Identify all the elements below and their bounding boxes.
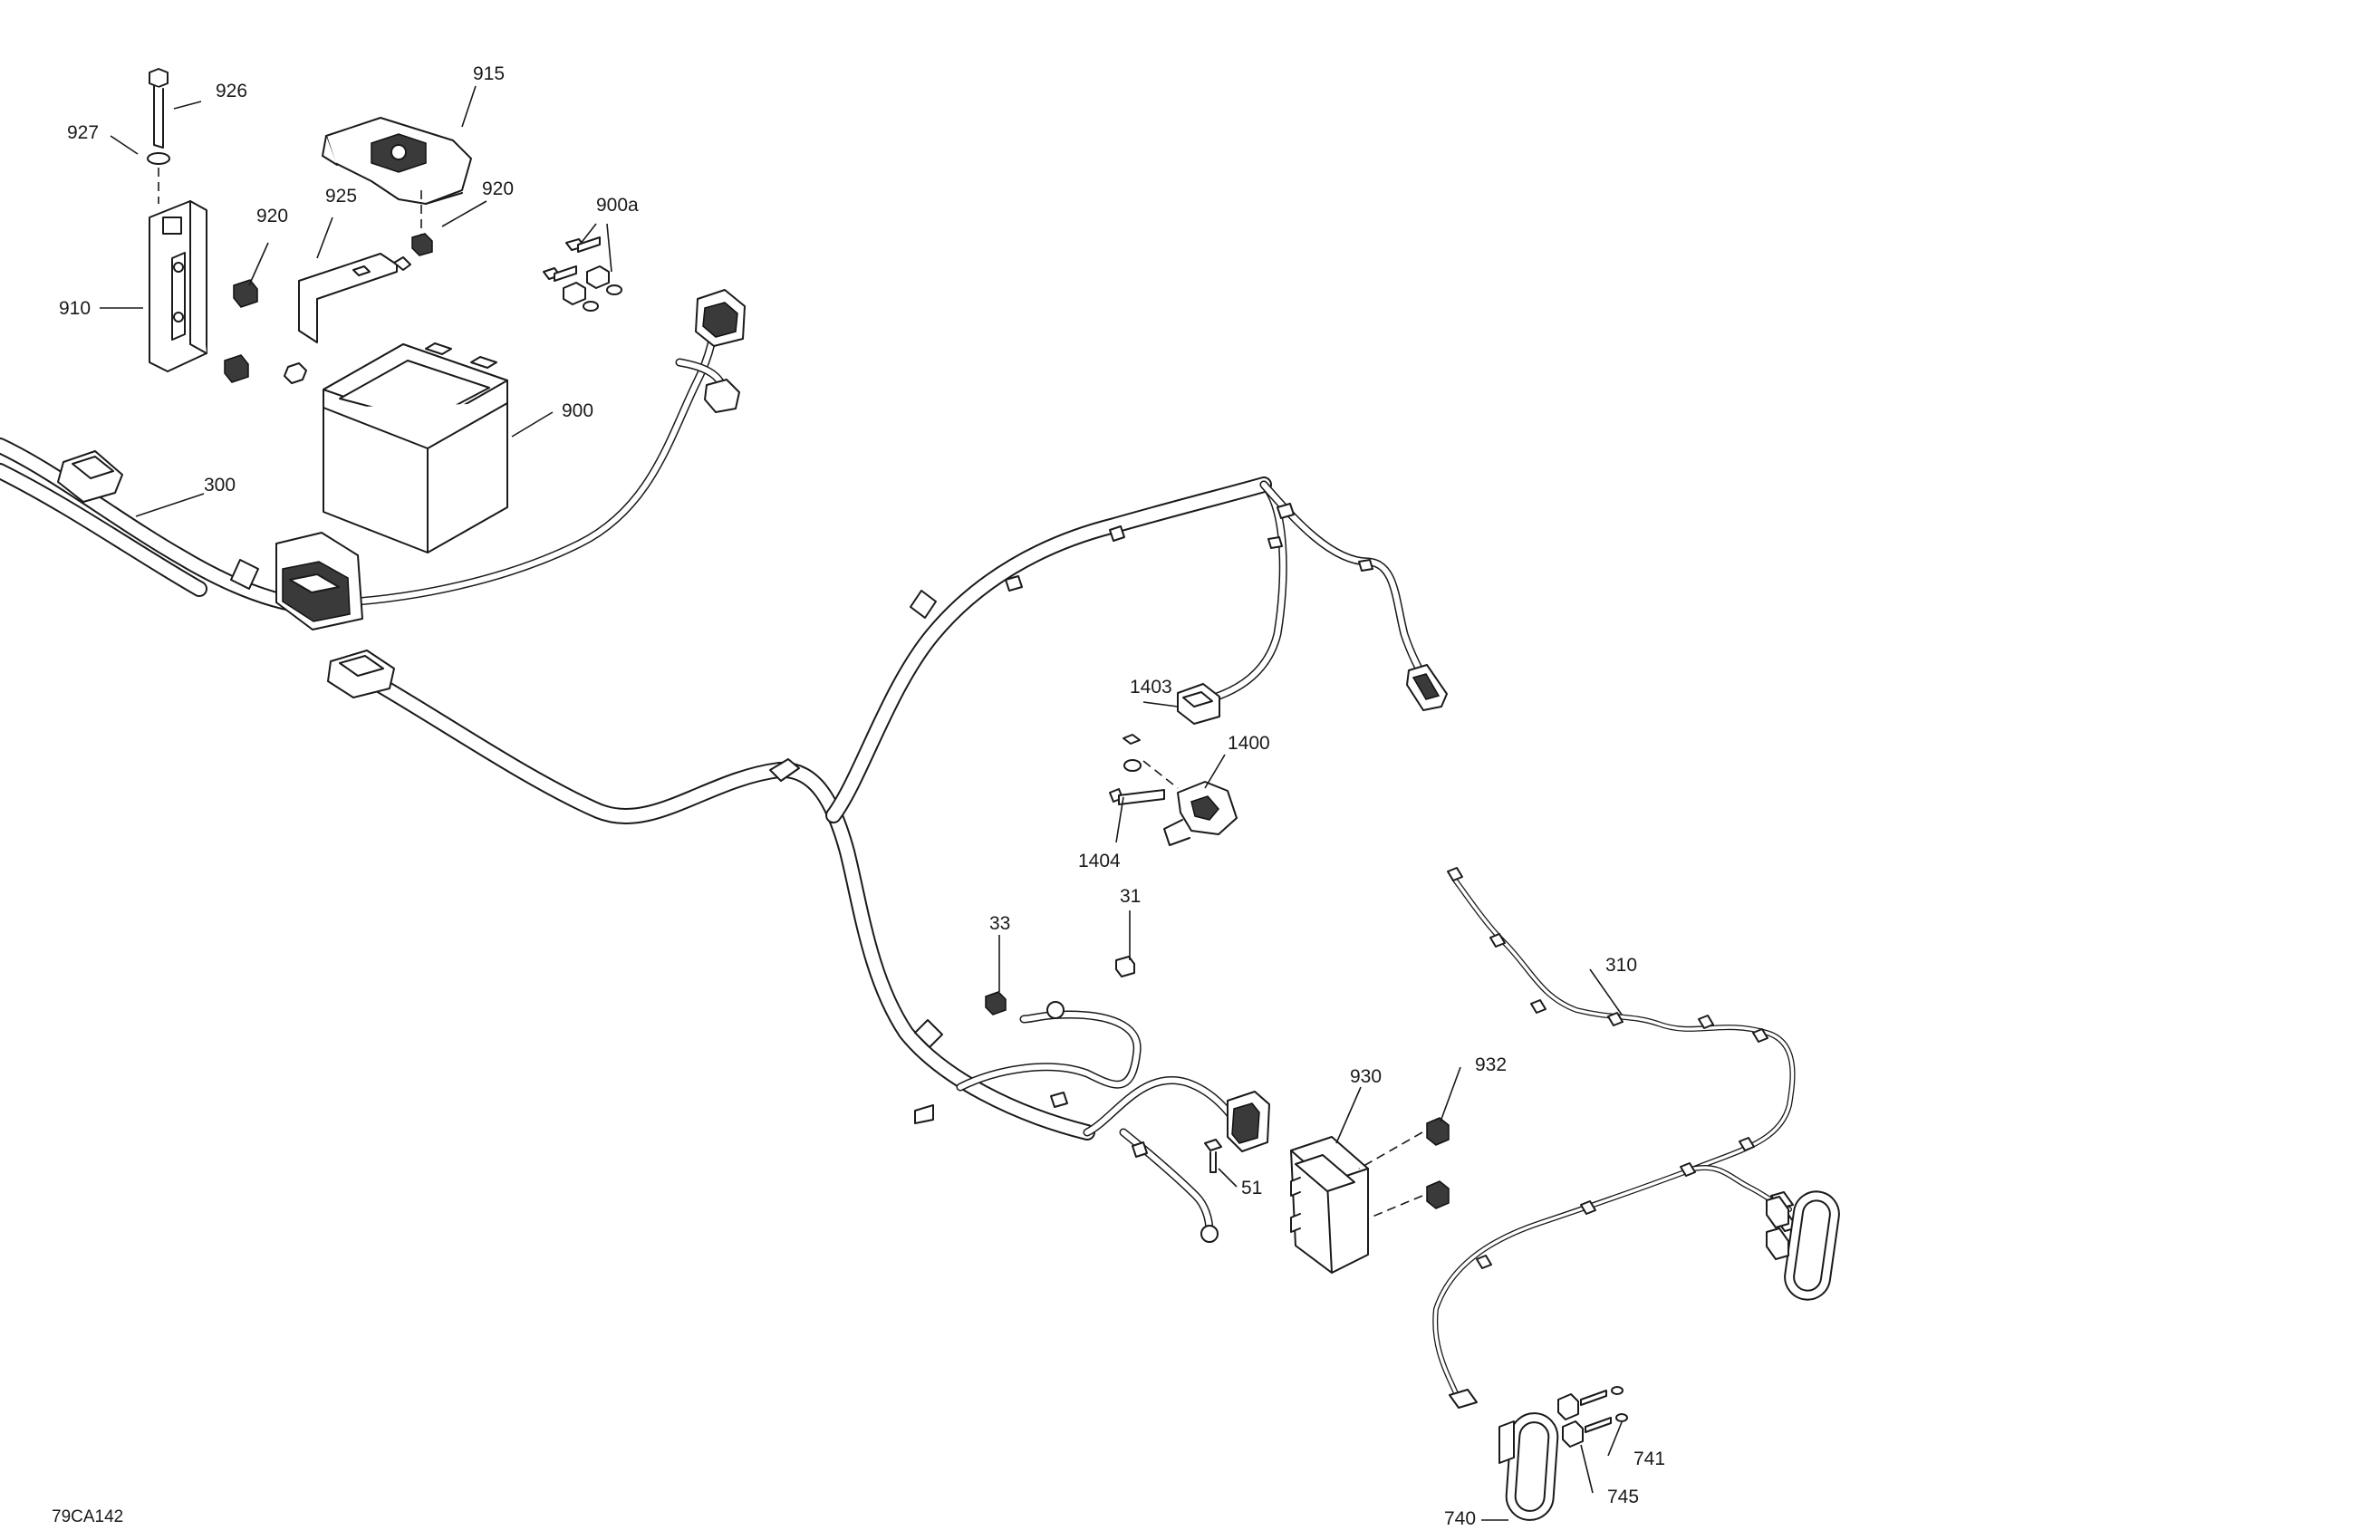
leader-lines	[100, 85, 1623, 1521]
battery	[323, 342, 508, 553]
callout-740: 740	[1444, 1508, 1476, 1529]
callout-51: 51	[1241, 1178, 1262, 1198]
sensor-assembly	[1109, 734, 1238, 846]
terminal-cover-assembly	[298, 117, 472, 343]
callout-745: 745	[1607, 1487, 1639, 1507]
callout-925: 925	[325, 186, 357, 207]
callout-900: 900	[562, 400, 593, 421]
main-wiring-harness	[0, 294, 1441, 1237]
tail-lights	[1498, 1190, 1840, 1521]
callout-915: 915	[473, 63, 505, 84]
callout-1400: 1400	[1228, 733, 1270, 754]
callout-927: 927	[67, 122, 99, 143]
callout-33: 33	[989, 913, 1010, 934]
tail-light-harness	[1432, 867, 1798, 1409]
callout-926: 926	[216, 81, 247, 101]
harness-connectors	[57, 289, 1448, 1243]
callout-31: 31	[1120, 886, 1141, 907]
callout-900a: 900a	[596, 195, 639, 216]
callout-1404: 1404	[1078, 851, 1121, 871]
callout-300: 300	[204, 475, 236, 496]
callout-920-upper: 920	[482, 178, 514, 199]
callout-910: 910	[59, 298, 91, 319]
callout-310: 310	[1605, 955, 1637, 976]
callout-932: 932	[1475, 1054, 1507, 1075]
callout-930: 930	[1350, 1066, 1382, 1087]
drawing-reference: 79CA142	[52, 1507, 123, 1526]
callout-920-left: 920	[256, 206, 288, 226]
control-module	[1290, 1117, 1450, 1274]
terminal-hardware-900a	[543, 236, 622, 312]
callout-labels: 926 927 915 920 920 925 900a 910 900 300…	[52, 63, 1665, 1529]
callout-1403: 1403	[1130, 677, 1172, 698]
callout-741: 741	[1633, 1449, 1665, 1469]
battery-bracket-assembly	[147, 68, 307, 384]
fastener-hardware	[985, 956, 1222, 1173]
